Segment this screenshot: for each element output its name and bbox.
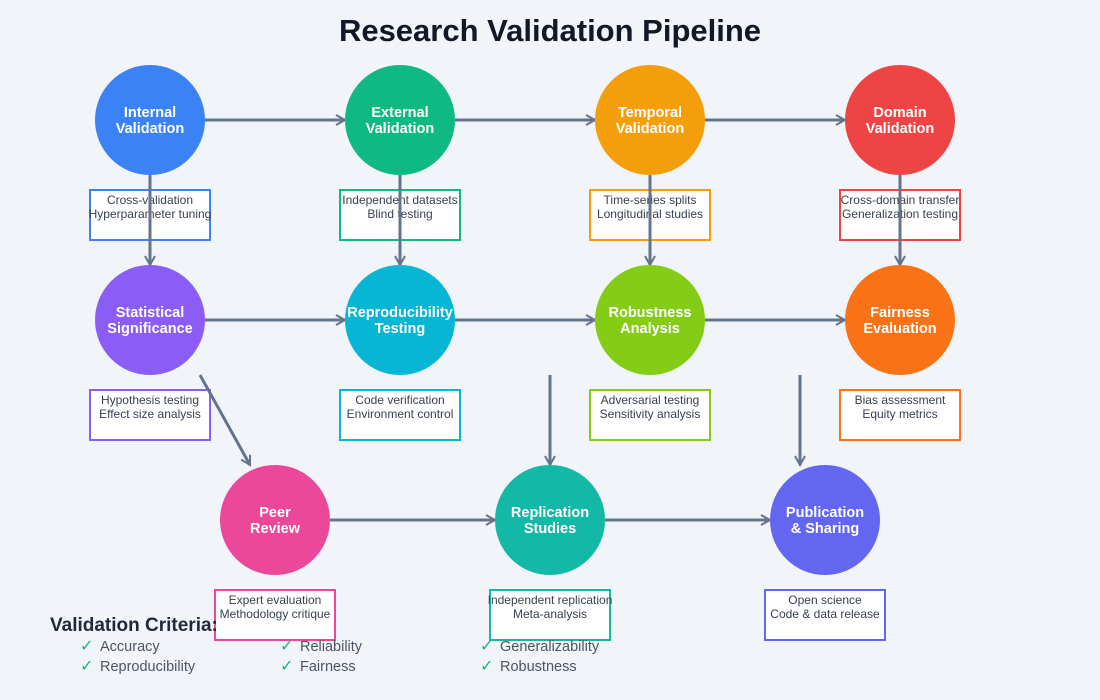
node-label: & Sharing <box>791 521 859 537</box>
node-label: Validation <box>366 121 435 137</box>
node-circle <box>770 465 880 575</box>
detail-text: Meta-analysis <box>513 607 587 621</box>
detail-text: Effect size analysis <box>99 407 201 421</box>
node-circle <box>495 465 605 575</box>
node-label: Review <box>250 521 301 537</box>
criteria-item: Accuracy <box>100 639 160 655</box>
node-label: Validation <box>616 121 685 137</box>
check-icon: ✓ <box>80 638 93 655</box>
criteria-item: Reliability <box>300 639 363 655</box>
node-label: Domain <box>873 105 926 121</box>
node-label: Internal <box>124 105 176 121</box>
detail-text: Bias assessment <box>855 393 946 407</box>
node-publication[interactable]: Publication& Sharing <box>770 465 880 575</box>
node-label: Reproducibility <box>347 305 453 321</box>
detail-text: Code & data release <box>770 607 880 621</box>
detail-box-border <box>589 389 711 441</box>
detail-text: Open science <box>788 593 862 607</box>
detail-text: Hypothesis testing <box>101 393 199 407</box>
detail-box-border <box>339 389 461 441</box>
criteria-item: Robustness <box>500 659 577 675</box>
node-label: Robustness <box>609 305 692 321</box>
detail-text: Sensitivity analysis <box>600 407 701 421</box>
node-circle <box>345 265 455 375</box>
criteria-title: Validation Criteria: <box>50 615 218 636</box>
node-label: Evaluation <box>863 321 936 337</box>
node-label: External <box>371 105 428 121</box>
detail-box-border <box>764 589 886 641</box>
validation-criteria: Validation Criteria: ✓ Accuracy ✓ Reproducib… <box>50 615 600 675</box>
node-label: Significance <box>107 321 192 337</box>
criteria-item: Reproducibility <box>100 659 196 675</box>
node-circle <box>845 65 955 175</box>
detail-text: Independent replication <box>488 593 613 607</box>
arrow-statistical-to-peer-review <box>198 374 252 465</box>
node-label: Analysis <box>620 321 680 337</box>
node-circle <box>595 265 705 375</box>
detail-text: Equity metrics <box>862 407 937 421</box>
node-label: Peer <box>259 505 291 521</box>
node-circle <box>345 65 455 175</box>
node-circle <box>95 265 205 375</box>
check-icon: ✓ <box>280 658 293 675</box>
node-label: Studies <box>524 521 576 537</box>
node-circle <box>220 465 330 575</box>
node-label: Testing <box>375 321 425 337</box>
node-circle <box>845 265 955 375</box>
detail-box-border <box>489 589 611 641</box>
node-label: Replication <box>511 505 589 521</box>
detail-box-border <box>839 389 961 441</box>
node-label: Validation <box>866 121 935 137</box>
detail-text: Environment control <box>347 407 454 421</box>
node-circle <box>95 65 205 175</box>
diagram-title: Research Validation Pipeline <box>339 13 761 48</box>
check-icon: ✓ <box>480 638 493 655</box>
criteria-item: Generalizability <box>500 639 600 655</box>
check-icon: ✓ <box>80 658 93 675</box>
detail-text: Adversarial testing <box>601 393 700 407</box>
node-label: Statistical <box>116 305 185 321</box>
node-label: Temporal <box>618 105 682 121</box>
detail-box-border <box>214 589 336 641</box>
node-label: Validation <box>116 121 185 137</box>
node-label: Fairness <box>870 305 930 321</box>
detail-text: Expert evaluation <box>229 593 322 607</box>
detail-box-border <box>89 389 211 441</box>
criteria-item: Fairness <box>300 659 356 675</box>
detail-text: Code verification <box>355 393 444 407</box>
node-label: Publication <box>786 505 864 521</box>
detail-text: Methodology critique <box>220 607 331 621</box>
check-icon: ✓ <box>280 638 293 655</box>
node-circle <box>595 65 705 175</box>
check-icon: ✓ <box>480 658 493 675</box>
